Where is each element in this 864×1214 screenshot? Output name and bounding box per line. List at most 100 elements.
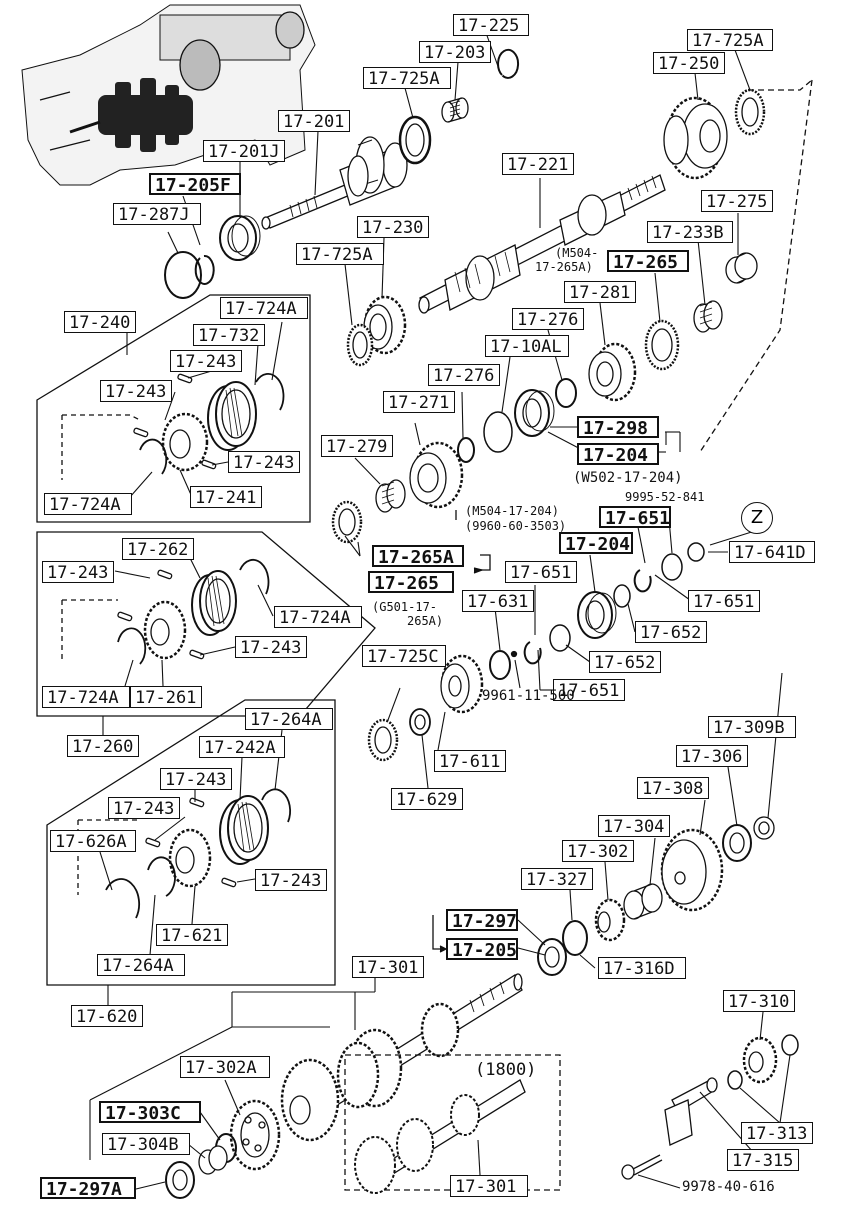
key-17-243-2 (133, 427, 149, 438)
part-label-17-306: 17-306 (676, 745, 748, 767)
bracket-arrow-265 (480, 554, 491, 571)
synchro-sleeve-17-732 (207, 381, 257, 451)
part-label-17-303c: 17-303C (99, 1101, 201, 1124)
snap-ring-17-651-b (633, 569, 652, 593)
part-label-17-327: 17-327 (521, 868, 593, 890)
spring-17-724a-1 (255, 372, 285, 411)
part-label-17-261: 17-261 (130, 686, 202, 708)
gear-17-302 (594, 898, 626, 942)
part-label-17-262: 17-262 (122, 538, 194, 560)
zone-marker-z: Z (741, 502, 773, 534)
part-label-17-260: 17-260 (67, 735, 139, 757)
part-label-17-651-c: 17-651 (505, 561, 577, 583)
ball-bearing-17-298 (514, 389, 555, 437)
key-17-243-4 (157, 569, 173, 580)
part-label-17-276-a: 17-276 (512, 308, 584, 330)
part-label-17-243-5: 17-243 (235, 636, 307, 658)
synchro-ring-17-725c (367, 718, 399, 762)
idler-gear-17-310 (742, 1036, 778, 1084)
spring-17-724a-2 (139, 438, 168, 475)
note-g501-line1: (G501-17- (372, 600, 438, 614)
part-label-17-250: 17-250 (653, 52, 725, 74)
part-label-17-275: 17-275 (701, 190, 773, 212)
part-label-17-304: 17-304 (598, 815, 670, 837)
assembly-box-17-620 (46, 699, 336, 986)
part-label-17-204-a: 17-204 (577, 443, 659, 466)
part-label-17-243-8: 17-243 (255, 869, 327, 891)
part-label-17-221: 17-221 (502, 153, 574, 175)
part-label-17-264a-bottom: 17-264A (97, 954, 185, 976)
part-label-17-724a-3: 17-724A (274, 606, 362, 628)
part-label-17-205: 17-205 (446, 938, 518, 961)
hub-17-261 (143, 600, 187, 660)
sleeve-17-275 (725, 252, 758, 284)
ball-bearing-17-204 (577, 591, 617, 639)
part-label-17-308: 17-308 (637, 777, 709, 799)
part-label-17-243-3: 17-243 (228, 451, 300, 473)
synchro-sleeve-17-242a (219, 795, 269, 865)
note-w502: (W502-17-204) (573, 470, 683, 486)
bolt-9978-40-616 (621, 1154, 663, 1180)
snap-ring-17-641d (687, 542, 705, 562)
bracket-arrow-205 (432, 915, 442, 950)
note-9960-60-3503: (9960-60-3503) (465, 519, 567, 533)
part-label-17-724a-4: 17-724A (42, 686, 130, 708)
part-label-17-301-bottom: 17-301 (450, 1175, 528, 1197)
bearing-17-306 (722, 824, 752, 862)
part-label-17-243-6: 17-243 (160, 768, 232, 790)
key-17-243-9 (221, 877, 237, 888)
part-label-17-241: 17-241 (190, 486, 262, 508)
part-label-17-243-2: 17-243 (100, 380, 172, 402)
main-shaft-17-221 (418, 174, 666, 314)
part-label-17-203: 17-203 (419, 41, 491, 63)
part-label-17-725c: 17-725C (362, 645, 446, 667)
part-label-17-652-a: 17-652 (635, 621, 707, 643)
part-label-17-201: 17-201 (278, 110, 350, 132)
part-label-17-204-b: 17-204 (559, 532, 633, 555)
spring-17-724a-3 (239, 559, 270, 595)
part-label-17-201j: 17-201J (203, 140, 285, 162)
key-17-243-7 (189, 797, 205, 808)
ball-9961-11-500 (510, 650, 518, 658)
assembly-box-17-260 (36, 531, 376, 717)
part-label-17-242a: 17-242A (199, 736, 285, 758)
nut-17-629 (409, 708, 431, 736)
part-label-17-302: 17-302 (562, 840, 634, 862)
part-label-17-265a: 17-265A (372, 545, 464, 568)
part-label-17-276-b: 17-276 (428, 364, 500, 386)
note-9978-40-616: 9978-40-616 (682, 1179, 775, 1195)
note-9995-52-841: 9995-52-841 (625, 490, 705, 504)
part-label-17-240: 17-240 (64, 311, 136, 333)
synchro-ring-17-725a-mid (346, 323, 374, 367)
part-label-17-301-top: 17-301 (352, 956, 424, 978)
key-17-243-8 (145, 837, 161, 848)
note-9961-11-500: 9961-11-500 (482, 688, 575, 704)
part-label-17-230: 17-230 (357, 216, 429, 238)
spring-17-626a (105, 878, 140, 919)
part-label-17-265-mid: 17-265 (368, 571, 454, 594)
key-17-243-3 (201, 459, 217, 470)
counter-shaft-17-301 (280, 973, 523, 1142)
part-label-17-732: 17-732 (193, 324, 265, 346)
gear-17-271 (409, 441, 464, 509)
part-label-17-652-b: 17-652 (589, 651, 661, 673)
part-label-17-225: 17-225 (453, 14, 529, 36)
part-label-17-315: 17-315 (727, 1149, 799, 1171)
note-m504-line1: (M504- (555, 246, 599, 260)
part-label-17-243-7: 17-243 (108, 797, 180, 819)
note-m504-line2: 17-265A) (535, 260, 593, 274)
note-variant-1800: (1800) (475, 1060, 537, 1080)
bearing-17-201j (219, 215, 261, 261)
part-label-17-297: 17-297 (446, 909, 518, 932)
part-label-17-651-a: 17-651 (599, 506, 671, 529)
gear-17-250 (663, 96, 728, 180)
part-label-17-651-d: 17-651 (553, 679, 625, 701)
synchro-ring-17-265 (644, 319, 680, 371)
synchro-ring-17-265a (331, 500, 363, 544)
part-label-17-265-top: 17-265 (607, 250, 689, 273)
needle-bearing-17-279 (375, 479, 406, 513)
part-label-17-725a-mid: 17-725A (296, 243, 384, 265)
part-label-17-651-b: 17-651 (688, 590, 760, 612)
snap-ring-17-205f (194, 254, 215, 285)
washer-17-652-b (549, 624, 571, 652)
